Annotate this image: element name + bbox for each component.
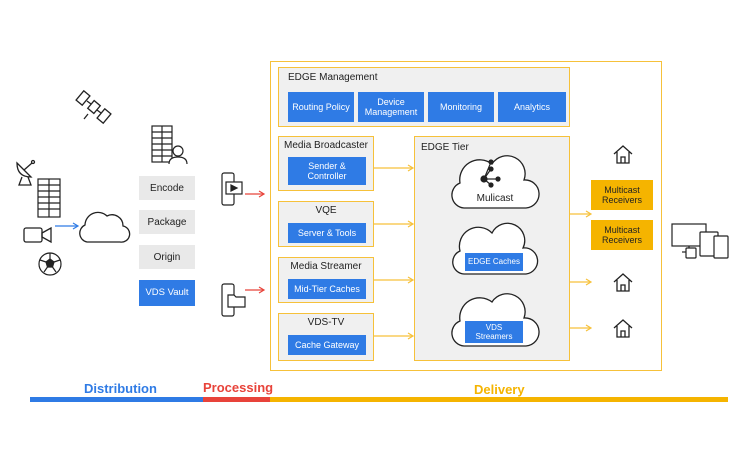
- flow-chart-icon: [480, 159, 501, 188]
- building-icon: [37, 178, 61, 218]
- satellite-dish-icon: [16, 159, 36, 186]
- processing-label: Processing: [203, 380, 274, 395]
- blue-arrow: [55, 222, 80, 230]
- house-icon: [613, 319, 633, 338]
- cache-gateway-button[interactable]: Cache Gateway: [288, 335, 366, 355]
- edge-tier-title: EDGE Tier: [421, 142, 469, 153]
- distribution-label: Distribution: [84, 381, 157, 396]
- mid-tier-caches-button[interactable]: Mid-Tier Caches: [288, 279, 366, 299]
- phone-video-icon: [221, 172, 243, 206]
- vds-vault-button[interactable]: VDS Vault: [139, 280, 195, 306]
- vqe-title: VQE: [315, 205, 337, 216]
- vds-streamers-button[interactable]: VDS Streamers: [465, 321, 523, 343]
- package-step: Package: [139, 210, 195, 234]
- devices-icon: [671, 223, 729, 259]
- multicast-label: Mulicast: [476, 193, 514, 204]
- video-camera-icon: [23, 226, 52, 244]
- media-streamer-title: Media Streamer: [290, 261, 362, 272]
- encode-step: Encode: [139, 176, 195, 200]
- multicast-cloud: [451, 155, 540, 209]
- multicast-receivers-box-2: Multicast Receivers: [591, 220, 653, 250]
- edge-caches-button[interactable]: EDGE Caches: [465, 253, 523, 271]
- cloud-icon: [79, 211, 131, 243]
- delivery-bar: [270, 397, 728, 402]
- sender-controller-button[interactable]: Sender & Controller: [288, 157, 366, 185]
- satellite-icon: [75, 89, 112, 125]
- soccer-ball-icon: [38, 252, 62, 276]
- processing-bar: [203, 397, 270, 402]
- multicast-receivers-box-1: Multicast Receivers: [591, 180, 653, 210]
- routing-policy-button[interactable]: Routing Policy: [288, 92, 354, 122]
- delivery-label: Delivery: [474, 382, 525, 397]
- house-icon: [613, 273, 633, 292]
- origin-step: Origin: [139, 245, 195, 269]
- red-arrow-bottom: [245, 286, 266, 294]
- distribution-bar: [30, 397, 203, 402]
- red-arrow-top: [245, 190, 266, 198]
- analytics-button[interactable]: Analytics: [498, 92, 566, 122]
- connector-arrows-right: [570, 210, 593, 332]
- device-management-button[interactable]: Device Management: [358, 92, 424, 122]
- vds-tv-title: VDS-TV: [307, 317, 345, 328]
- house-icon: [613, 145, 633, 164]
- phone-folder-icon: [221, 283, 246, 317]
- server-tools-button[interactable]: Server & Tools: [288, 223, 366, 243]
- monitoring-button[interactable]: Monitoring: [428, 92, 494, 122]
- media-broadcaster-title: Media Broadcaster: [284, 140, 368, 151]
- office-user-icon: [151, 125, 188, 165]
- connector-arrows-left: [374, 164, 415, 340]
- edge-management-title: EDGE Management: [288, 72, 378, 83]
